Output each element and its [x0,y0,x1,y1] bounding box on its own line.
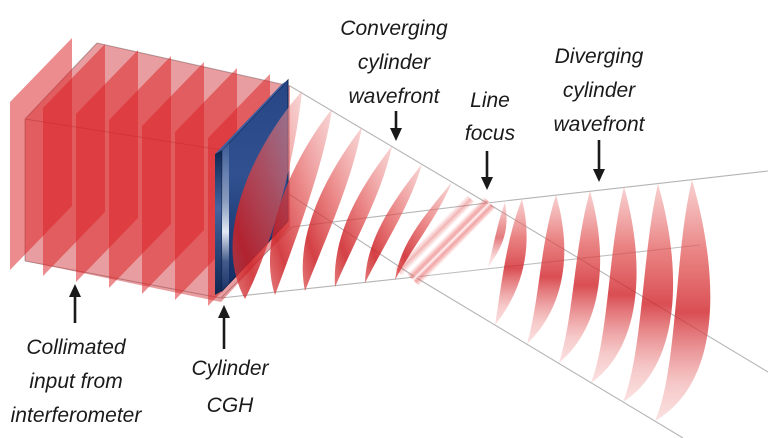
label-line: wavefront [348,85,440,108]
line-focus-arrow-down-icon [481,151,493,190]
collimated-input-label: Collimated input from interferometer [11,336,143,427]
label-line: Diverging [555,45,644,68]
focus-pre-streak [394,194,474,276]
wavefront-sheet [623,184,674,402]
wavefront-sheet [559,191,601,363]
label-line: Collimated [26,336,127,359]
label-line: focus [465,122,516,145]
wavefront-sheet [488,202,507,267]
envelope-line [24,260,222,299]
wavefront-sheet [334,146,392,287]
wavefront-sheet [302,127,362,291]
line-focus-label: Line focus [465,89,516,145]
converging-wavefronts [232,91,452,299]
wavefront-sheet [527,195,565,344]
collimated-arrow-up-icon [69,284,81,323]
label-line: wavefront [553,113,645,136]
converging-wavefront-label: Converging cylinder wavefront [340,17,448,108]
label-line: input from [29,370,122,393]
label-line: Cylinder [191,357,269,380]
label-line: Converging [340,17,448,40]
annotation-arrows [69,111,605,349]
wavefront-sheet [365,164,422,283]
label-line: interferometer [11,404,143,427]
label-line: cylinder [563,79,636,102]
wavefront-sheet [269,109,332,295]
wavefront-sheet [655,180,711,421]
label-line: cylinder [358,51,431,74]
envelope-line [96,42,291,87]
diverging-wavefront-label: Diverging cylinder wavefront [553,45,645,136]
cgh-top-bevel [215,80,288,154]
annotation-labels: Converging cylinder wavefront Line focus… [11,17,646,427]
wavefront-sheet [232,91,302,299]
envelope-line [289,85,488,204]
line-focus-streak [394,194,495,286]
label-line: Line [470,89,510,112]
cgh-arrow-up-icon [218,305,230,349]
envelope-line [486,170,768,204]
envelope-line [220,276,416,299]
collimated-wavefronts [10,38,270,306]
cylinder-cgh-label: Cylinder CGH [191,357,269,417]
wavefront-sheet [495,199,527,325]
envelope-line [414,276,684,438]
label-line: CGH [207,394,255,417]
cgh-edge-highlight [222,143,229,291]
focus-core-streak [407,196,495,286]
diverging-wavefronts [488,180,711,421]
diverging-arrow-down-icon [593,140,605,182]
cgh-side-face [215,150,222,295]
wavefront-sheet [591,187,637,383]
converging-arrow-down-icon [390,111,402,141]
